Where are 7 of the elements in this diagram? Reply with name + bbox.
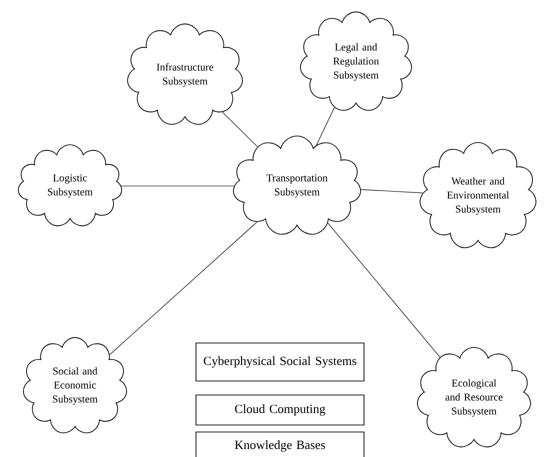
connector-line: [110, 222, 258, 355]
text-box: Knowledge Bases: [196, 432, 364, 457]
text-box: Cyberphysical Social Systems: [196, 342, 364, 382]
connector-line: [222, 112, 258, 148]
connector-line: [316, 107, 335, 146]
connector-line: [360, 189, 423, 194]
text-box: Cloud Computing: [196, 394, 364, 426]
